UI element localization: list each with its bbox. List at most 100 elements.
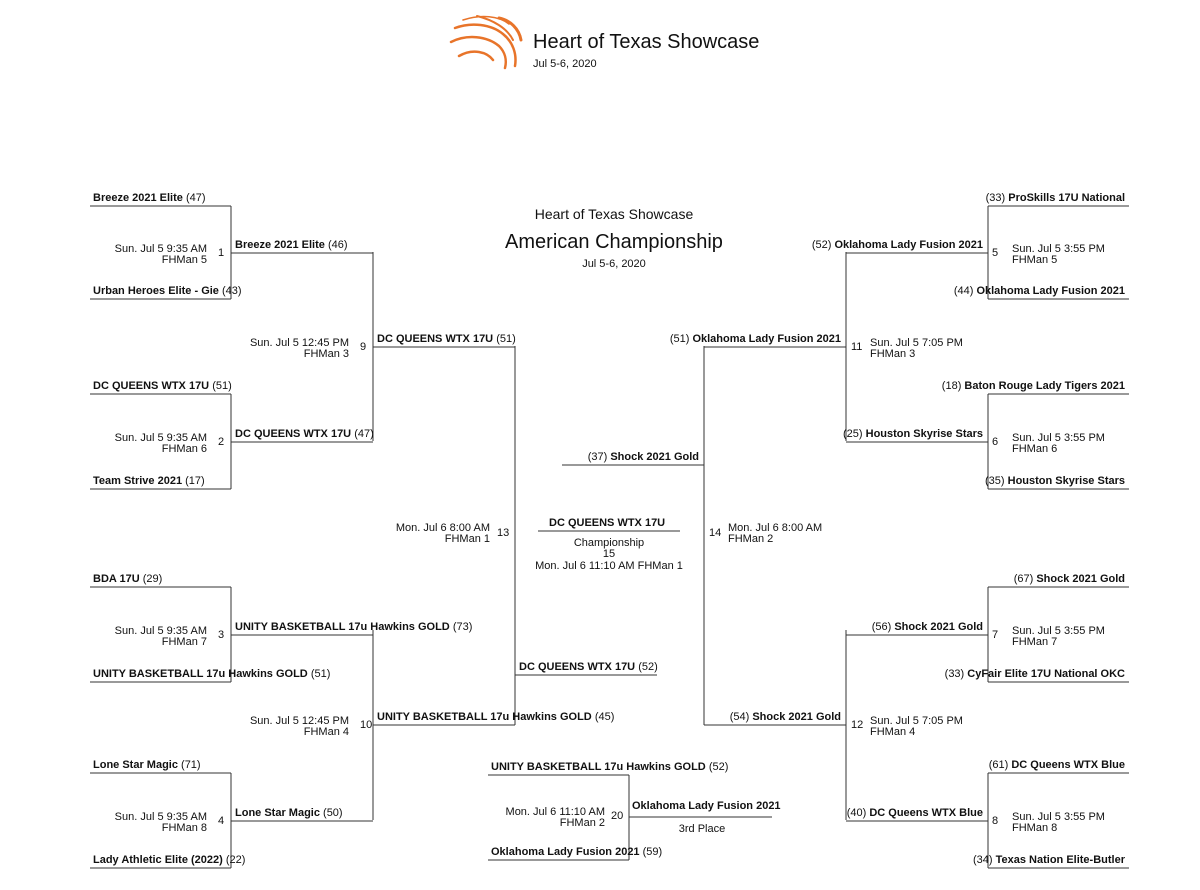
game-time: Sun. Jul 5 9:35 AM (114, 243, 207, 255)
team-name: Oklahoma Lady Fusion 2021 (976, 285, 1125, 297)
team-name: Breeze 2021 Elite (93, 192, 183, 204)
team-slot[interactable]: DC QUEENS WTX 17U (51) (93, 379, 232, 393)
team-seed: (54) (729, 711, 750, 723)
game-time: Sun. Jul 5 9:35 AM (114, 432, 207, 444)
team-slot[interactable]: DC QUEENS WTX 17U (51) (377, 332, 516, 346)
team-slot[interactable]: Oklahoma Lady Fusion 2021 (59) (491, 845, 662, 859)
team-name: UNITY BASKETBALL 17u Hawkins GOLD (377, 711, 592, 723)
team-slot[interactable]: (40) DC Queens WTX Blue (847, 806, 983, 820)
game-court: FHMan 2 (559, 817, 605, 829)
team-slot[interactable]: (33) ProSkills 17U National (986, 191, 1125, 205)
team-slot[interactable]: (56) Shock 2021 Gold (872, 620, 983, 634)
team-seed: (51) (212, 380, 232, 392)
team-slot[interactable]: BDA 17U (29) (93, 572, 162, 586)
team-slot[interactable]: (37) Shock 2021 Gold (588, 450, 699, 464)
team-seed: (46) (327, 239, 348, 251)
team-slot[interactable]: UNITY BASKETBALL 17u Hawkins GOLD (51) (93, 667, 330, 681)
team-seed: (33) (944, 668, 965, 680)
team-slot[interactable]: (44) Oklahoma Lady Fusion 2021 (954, 284, 1125, 298)
team-name: DC Queens WTX Blue (1011, 759, 1125, 771)
team-slot[interactable]: (35) Houston Skyrise Stars (985, 474, 1125, 488)
team-slot[interactable]: (51) Oklahoma Lady Fusion 2021 (670, 332, 841, 346)
game-number: 12 (851, 719, 864, 731)
game-number: 2 (218, 436, 225, 448)
game-court: FHMan 7 (1012, 636, 1058, 648)
game-time: Sun. Jul 5 12:45 PM (249, 715, 349, 727)
page-title: Heart of Texas Showcase (533, 31, 760, 53)
team-name: Texas Nation Elite-Butler (995, 854, 1125, 866)
third-place-label: 3rd Place (678, 823, 726, 835)
game-court: FHMan 3 (870, 348, 916, 360)
game-number: 20 (611, 810, 624, 822)
team-slot[interactable]: UNITY BASKETBALL 17u Hawkins GOLD (73) (235, 620, 472, 634)
team-slot[interactable]: DC QUEENS WTX 17U (52) (519, 660, 658, 674)
game-court: FHMan 5 (161, 254, 207, 266)
game-time: Sun. Jul 5 3:55 PM (1012, 625, 1105, 637)
team-slot[interactable]: Lady Athletic Elite (2022) (22) (93, 853, 245, 867)
team-seed: (33) (985, 192, 1006, 204)
team-seed: (45) (594, 711, 615, 723)
team-seed: (40) (846, 807, 867, 819)
team-slot[interactable]: (18) Baton Rouge Lady Tigers 2021 (942, 379, 1125, 393)
team-slot[interactable]: Breeze 2021 Elite (46) (235, 238, 348, 252)
bracket-subtitle: Heart of Texas Showcase (534, 206, 694, 222)
game-time: Sun. Jul 5 3:55 PM (1012, 243, 1105, 255)
team-name: Baton Rouge Lady Tigers 2021 (964, 380, 1125, 392)
team-seed: (37) (587, 451, 608, 463)
team-slot[interactable]: (67) Shock 2021 Gold (1014, 572, 1125, 586)
team-name: Houston Skyrise Stars (1007, 475, 1125, 487)
game-time: Mon. Jul 6 11:10 AM (505, 806, 605, 818)
team-seed: (25) (843, 428, 863, 440)
team-slot[interactable]: Lone Star Magic (50) (235, 806, 343, 820)
team-name: DC Queens WTX Blue (869, 807, 983, 819)
game-number: 8 (992, 815, 999, 827)
team-slot[interactable]: DC QUEENS WTX 17U (47) (235, 427, 374, 441)
team-slot[interactable]: Breeze 2021 Elite (47) (93, 191, 206, 205)
game-court: FHMan 3 (303, 348, 349, 360)
game-court: FHMan 1 (444, 533, 490, 545)
bracket-title: American Championship (505, 231, 723, 253)
game-time: Mon. Jul 6 8:00 AM (728, 522, 823, 534)
team-slot[interactable]: (25) Houston Skyrise Stars (843, 427, 983, 441)
team-name: UNITY BASKETBALL 17u Hawkins GOLD (235, 621, 450, 633)
bracket-date: Jul 5-6, 2020 (582, 258, 646, 270)
team-seed: (47) (354, 428, 374, 440)
game-court: FHMan 5 (1012, 254, 1058, 266)
team-seed: (51) (496, 333, 516, 345)
team-slot[interactable]: Lone Star Magic (71) (93, 758, 201, 772)
team-seed: (71) (181, 759, 201, 771)
team-slot[interactable]: (33) CyFair Elite 17U National OKC (945, 667, 1125, 681)
team-slot[interactable]: (61) DC Queens WTX Blue (989, 758, 1125, 772)
team-name: ProSkills 17U National (1008, 192, 1125, 204)
team-seed: (61) (988, 759, 1009, 771)
team-slot[interactable]: UNITY BASKETBALL 17u Hawkins GOLD (45) (377, 710, 614, 724)
team-name: UNITY BASKETBALL 17u Hawkins GOLD (491, 761, 706, 773)
team-name: Oklahoma Lady Fusion 2021 (632, 800, 781, 812)
game-court: FHMan 1 (637, 560, 683, 572)
team-name: Breeze 2021 Elite (235, 239, 325, 251)
team-slot[interactable]: UNITY BASKETBALL 17u Hawkins GOLD (52) (491, 760, 728, 774)
team-seed: (52) (708, 761, 729, 773)
team-name: Lady Athletic Elite (2022) (93, 854, 223, 866)
team-seed: (59) (642, 846, 663, 858)
team-slot[interactable]: Oklahoma Lady Fusion 2021 (632, 799, 781, 813)
team-seed: (51) (310, 668, 331, 680)
team-seed: (17) (185, 475, 205, 487)
team-slot[interactable]: (52) Oklahoma Lady Fusion 2021 (812, 238, 983, 252)
team-seed: (67) (1013, 573, 1034, 585)
team-slot[interactable]: DC QUEENS WTX 17U (549, 516, 665, 530)
team-slot[interactable]: Team Strive 2021 (17) (93, 474, 205, 488)
team-name: Shock 2021 Gold (1036, 573, 1125, 585)
team-slot[interactable]: (34) Texas Nation Elite-Butler (973, 853, 1125, 867)
game-number: 9 (360, 341, 367, 353)
team-name: Lone Star Magic (235, 807, 320, 819)
game-court: FHMan 2 (728, 533, 774, 545)
game-number: 15 (602, 548, 616, 560)
team-slot[interactable]: (54) Shock 2021 Gold (730, 710, 841, 724)
team-slot[interactable]: Urban Heroes Elite - Gie (43) (93, 284, 242, 298)
team-seed: (51) (669, 333, 690, 345)
team-name: Oklahoma Lady Fusion 2021 (692, 333, 841, 345)
team-seed: (43) (222, 285, 242, 297)
page-date: Jul 5-6, 2020 (533, 58, 597, 70)
team-name: DC QUEENS WTX 17U (93, 380, 210, 392)
